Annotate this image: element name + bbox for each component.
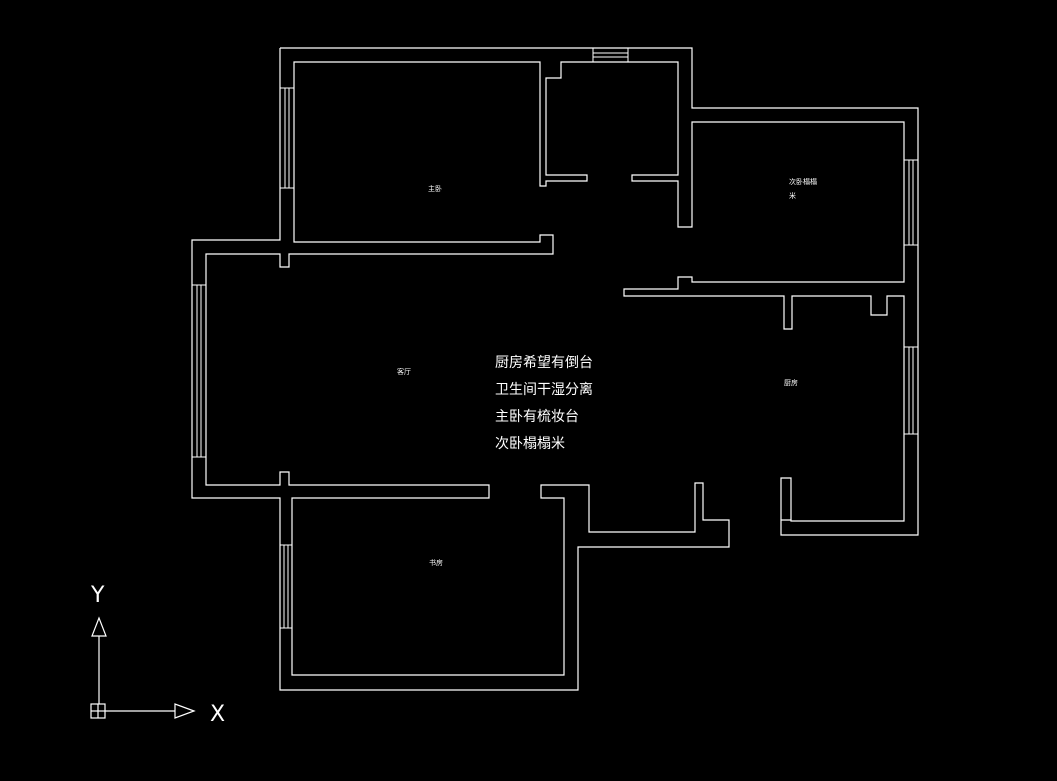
ucs-labels: Y X [90,583,225,727]
window-kitchen [903,346,919,435]
room-label-kitchen: 厨房 [784,378,798,387]
room-label-study: 书房 [429,558,443,567]
window-study [279,544,293,629]
room-label-living-room: 客厅 [397,367,411,376]
ucs-icon [90,616,196,719]
ucs-y-label: Y [90,583,105,608]
floor-plan-walls [191,47,919,691]
room-label-second-bedroom: 次卧榻榻 [789,177,817,186]
note-line-4: 次卧榻榻米 [495,436,565,452]
ucs-y-arrow [91,616,107,637]
window-master-bedroom [279,87,295,189]
note-line-1: 厨房希望有倒台 [495,355,593,371]
windows [191,47,919,629]
note-line-3: 主卧有梳妆台 [495,409,579,425]
window-top [592,47,629,63]
window-second-bedroom [903,159,919,246]
room-label-master-bedroom: 主卧 [428,184,442,193]
ucs-x-label: X [210,702,225,727]
kitchen-door-jamb [780,477,792,520]
exterior-wall [191,47,919,691]
window-living-room [191,284,207,458]
room-labels: 主卧 次卧榻榻 米 客厅 厨房 书房 [397,177,817,567]
note-line-2: 卫生间干湿分离 [495,381,593,398]
ucs-x-arrow [174,703,196,719]
room-label-second-bedroom-cont: 米 [789,191,796,200]
design-notes: 厨房希望有倒台 卫生间干湿分离 主卧有梳妆台 次卧榻榻米 [495,355,593,452]
